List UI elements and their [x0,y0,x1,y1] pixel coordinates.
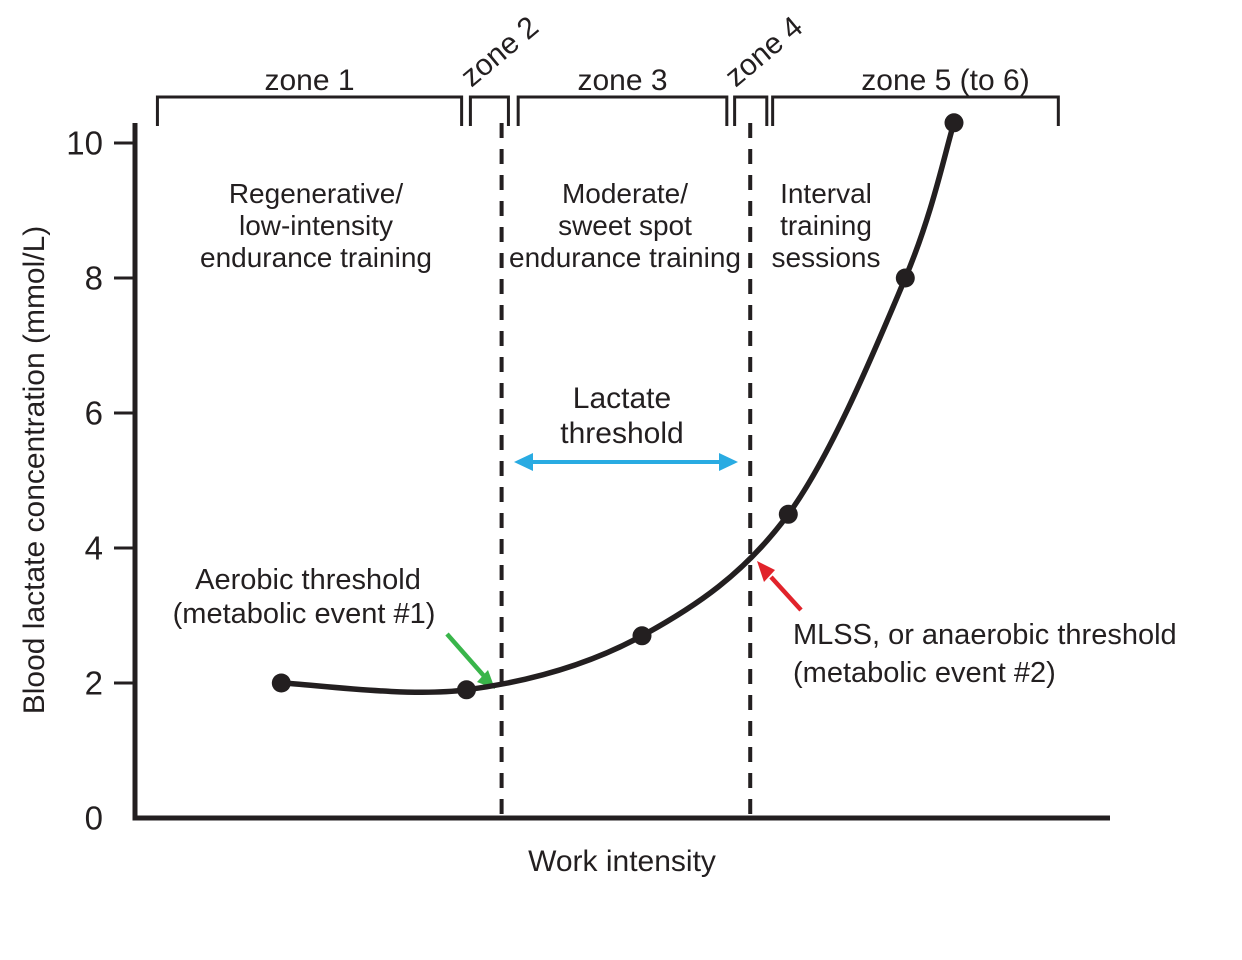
lactate-threshold-label-line1: Lactate [573,382,671,415]
aerobic-threshold-label-line1: Aerobic threshold [195,564,421,596]
region-zone3-line2: sweet spot [558,210,692,241]
lactate-curve-series [271,113,964,700]
y-axis-ticks: 0 2 4 6 8 10 [66,125,137,837]
region-label-zone3: Moderate/ sweet spot endurance training [509,178,741,273]
zone-label: zone 5 (to 6) [861,64,1029,97]
y-axis-title: Blood lactate concentration (mmol/L) [18,226,51,715]
zone-bracket [733,95,769,126]
zone-label-rotated: zone 2 [455,10,545,93]
zone-bracket [516,95,729,126]
region-zone5-line2: training [780,210,872,241]
region-label-zone1: Regenerative/ low-intensity endurance tr… [200,178,432,273]
region-zone3-line1: Moderate/ [562,178,688,209]
data-point [457,680,476,700]
region-zone1-line2: low-intensity [239,210,393,241]
zone-bracket [468,95,510,126]
region-zone3-line3: endurance training [509,242,741,273]
data-point [895,268,915,288]
aerobic-threshold-label-line2: (metabolic event #1) [173,598,436,630]
zone-brackets: zone 1 zone 2 zone 3 zone 4 zone 5 (to 6) [155,10,1060,126]
data-point [944,113,964,133]
region-zone5-line1: Interval [780,178,872,209]
lactate-threshold-arrowhead-right [719,453,738,471]
y-tick-label: 8 [85,260,103,297]
y-tick-label: 4 [85,530,103,567]
mlss-arrowhead [757,561,775,582]
mlss-arrow-line [769,575,803,612]
mlss-annotation: MLSS, or anaerobic threshold (metabolic … [757,561,1177,689]
zone-label: zone 3 [577,64,667,97]
mlss-label-line1: MLSS, or anaerobic threshold [793,619,1177,651]
y-tick-label: 0 [85,800,103,837]
region-label-zone5: Interval training sessions [772,178,881,273]
region-zone1-line3: endurance training [200,242,432,273]
x-axis-title: Work intensity [528,845,716,878]
lactate-threshold-label-line2: threshold [560,417,683,450]
y-tick-label: 2 [85,665,103,702]
zone-bracket [155,95,464,126]
aerobic-threshold-arrow-line [445,632,486,678]
aerobic-threshold-annotation: Aerobic threshold (metabolic event #1) [173,564,495,689]
region-zone5-line3: sessions [772,242,881,273]
data-point [632,626,652,646]
zone-label-rotated: zone 4 [719,10,809,93]
lactate-threshold-arrowhead-left [514,453,533,471]
data-point [271,673,291,693]
zone-label: zone 1 [264,64,354,97]
lactate-threshold-annotation: Lactate threshold [514,382,738,471]
zone-bracket [771,95,1060,126]
data-point [778,504,798,524]
mlss-label-line2: (metabolic event #2) [793,657,1056,689]
threshold-dashed-lines [499,123,753,816]
y-tick-label: 10 [66,125,103,162]
region-zone1-line1: Regenerative/ [229,178,404,209]
y-tick-label: 6 [85,395,103,432]
